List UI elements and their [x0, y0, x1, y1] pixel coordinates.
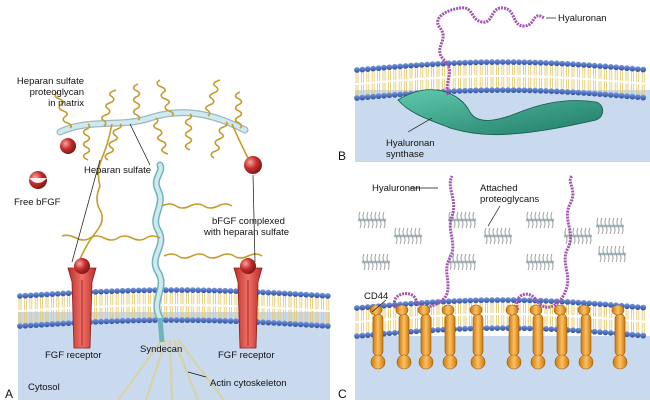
label-b-synthase-1: Hyaluronan [386, 138, 435, 149]
panel-letter-c: C [338, 387, 347, 400]
leader-lines-c [371, 187, 501, 313]
fgf-receptor-left [67, 258, 97, 349]
label-c-hyaluronan: Hyaluronan [372, 183, 421, 194]
cytosol-region-a [18, 312, 330, 400]
label-syndecan: Syndecan [140, 344, 182, 355]
hyaluronan-chain-c [392, 174, 575, 311]
syndecan-heparan-chains [61, 203, 263, 259]
bfgf-sphere-matrix [60, 138, 76, 154]
label-fgf-receptor-left: FGF receptor [45, 350, 102, 361]
panel-letter-b: B [338, 149, 346, 163]
label-b-hyaluronan: Hyaluronan [558, 13, 607, 24]
panel-letter-a: A [5, 387, 13, 400]
bfgf-sphere-free [29, 171, 47, 189]
label-actin: Actin cytoskeleton [210, 378, 287, 389]
fgf-receptor-right [233, 258, 263, 349]
label-heparan-sulfate: Heparan sulfate [84, 165, 151, 176]
bfgf-sphere-complexed [244, 156, 262, 174]
leader-lines-a [71, 123, 256, 378]
membrane-c [354, 297, 647, 339]
label-free-bfgf: Free bFGF [14, 197, 61, 208]
label-bfgf-complex-1: bFGF complexed [212, 216, 285, 227]
label-fgf-receptor-right: FGF receptor [218, 350, 275, 361]
label-bfgf-complex-2: with heparan sulfate [203, 227, 289, 238]
label-hspg-1: Heparan sulfate [17, 76, 84, 87]
panel-a: A [5, 79, 331, 401]
attached-proteoglycans [358, 211, 626, 271]
label-c-attached-2: proteoglycans [480, 194, 539, 205]
panel-c: C [338, 174, 650, 401]
heparan-sulfate-chains [54, 79, 253, 265]
membrane-a [17, 287, 331, 329]
cd44-proteins [369, 304, 628, 370]
hyaluronan-synthase [397, 89, 604, 136]
label-hspg-3: in matrix [48, 98, 84, 109]
label-hspg-2: proteoglycan [30, 87, 84, 98]
label-cytosol: Cytosol [28, 382, 60, 393]
panel-b: B [338, 6, 650, 163]
hyaluronan-chain-b [436, 6, 545, 96]
label-cd44: CD44 [364, 291, 388, 302]
actin-cytoskeleton [117, 339, 225, 401]
label-c-attached-1: Attached [480, 183, 518, 194]
label-b-synthase-2: synthase [386, 149, 424, 160]
